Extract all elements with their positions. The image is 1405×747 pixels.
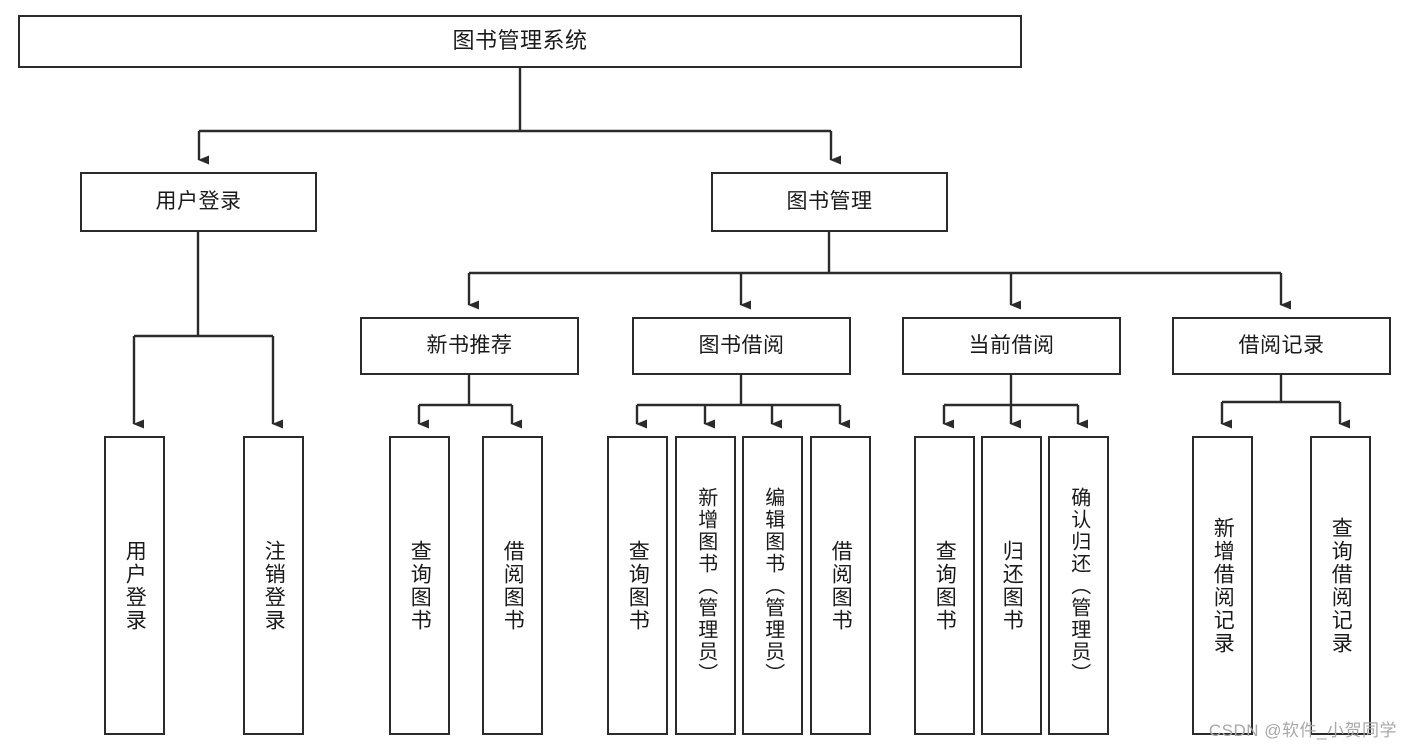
leaf-query-book-current[interactable]: 查询图书 [914, 436, 975, 735]
node-label: 借阅图书 [501, 539, 525, 632]
connector-bookmanage-to-level2 [467, 232, 1291, 310]
leaf-user-login[interactable]: 用户登录 [104, 436, 165, 735]
leaf-edit-book-admin[interactable]: 编辑图书（管理员） [742, 436, 803, 735]
node-label: 新增借阅记录 [1211, 516, 1235, 655]
node-user-login[interactable]: 用户登录 [80, 172, 317, 232]
node-label: 查询借阅记录 [1329, 516, 1353, 655]
node-label: 借阅图书 [829, 539, 853, 632]
node-label: 借阅记录 [1238, 334, 1325, 358]
node-label: 新增图书（管理员） [694, 486, 717, 685]
node-label: 注销登录 [262, 539, 286, 632]
node-label: 用户登录 [123, 539, 147, 632]
node-new-book-recommendation[interactable]: 新书推荐 [360, 317, 579, 375]
node-label: 查询图书 [626, 539, 650, 632]
leaf-query-book-borrowing[interactable]: 查询图书 [607, 436, 668, 735]
leaf-return-book[interactable]: 归还图书 [981, 436, 1042, 735]
leaf-query-borrowing-record[interactable]: 查询借阅记录 [1310, 436, 1371, 735]
connector-userlogin-to-leaves [132, 232, 283, 429]
node-label: 新书推荐 [426, 334, 513, 358]
node-book-borrowing[interactable]: 图书借阅 [632, 317, 851, 375]
leaf-query-book-recommendation[interactable]: 查询图书 [389, 436, 450, 735]
node-label: 图书管理系统 [452, 28, 588, 54]
leaf-borrow-book-recommendation[interactable]: 借阅图书 [482, 436, 543, 735]
node-label: 当前借阅 [968, 334, 1055, 358]
connector-bookborrow-to-leaves [635, 375, 850, 429]
node-borrowing-records[interactable]: 借阅记录 [1172, 317, 1391, 375]
node-label: 查询图书 [933, 539, 957, 632]
node-book-management-system[interactable]: 图书管理系统 [18, 15, 1022, 68]
leaf-add-book-admin[interactable]: 新增图书（管理员） [675, 436, 736, 735]
connector-newbook-to-leaves [417, 375, 522, 429]
leaf-user-logout[interactable]: 注销登录 [243, 436, 304, 735]
connector-root-to-level1 [197, 68, 841, 165]
node-label: 图书借阅 [698, 334, 785, 358]
node-current-borrowing[interactable]: 当前借阅 [902, 317, 1121, 375]
node-label: 用户登录 [155, 190, 242, 214]
watermark-text: CSDN @软件_小贺同学 [1208, 721, 1397, 740]
node-book-management[interactable]: 图书管理 [711, 172, 948, 232]
leaf-confirm-return-admin[interactable]: 确认归还（管理员） [1048, 436, 1109, 735]
node-label: 编辑图书（管理员） [761, 486, 784, 685]
connector-currentborrow-to-leaves [942, 375, 1088, 429]
node-label: 查询图书 [408, 539, 432, 632]
leaf-borrow-book[interactable]: 借阅图书 [810, 436, 871, 735]
node-label: 图书管理 [786, 190, 873, 214]
node-label: 确认归还（管理员） [1067, 486, 1090, 685]
connector-borrowrecord-to-leaves [1220, 375, 1350, 429]
leaf-add-borrowing-record[interactable]: 新增借阅记录 [1192, 436, 1253, 735]
node-label: 归还图书 [1000, 539, 1024, 632]
